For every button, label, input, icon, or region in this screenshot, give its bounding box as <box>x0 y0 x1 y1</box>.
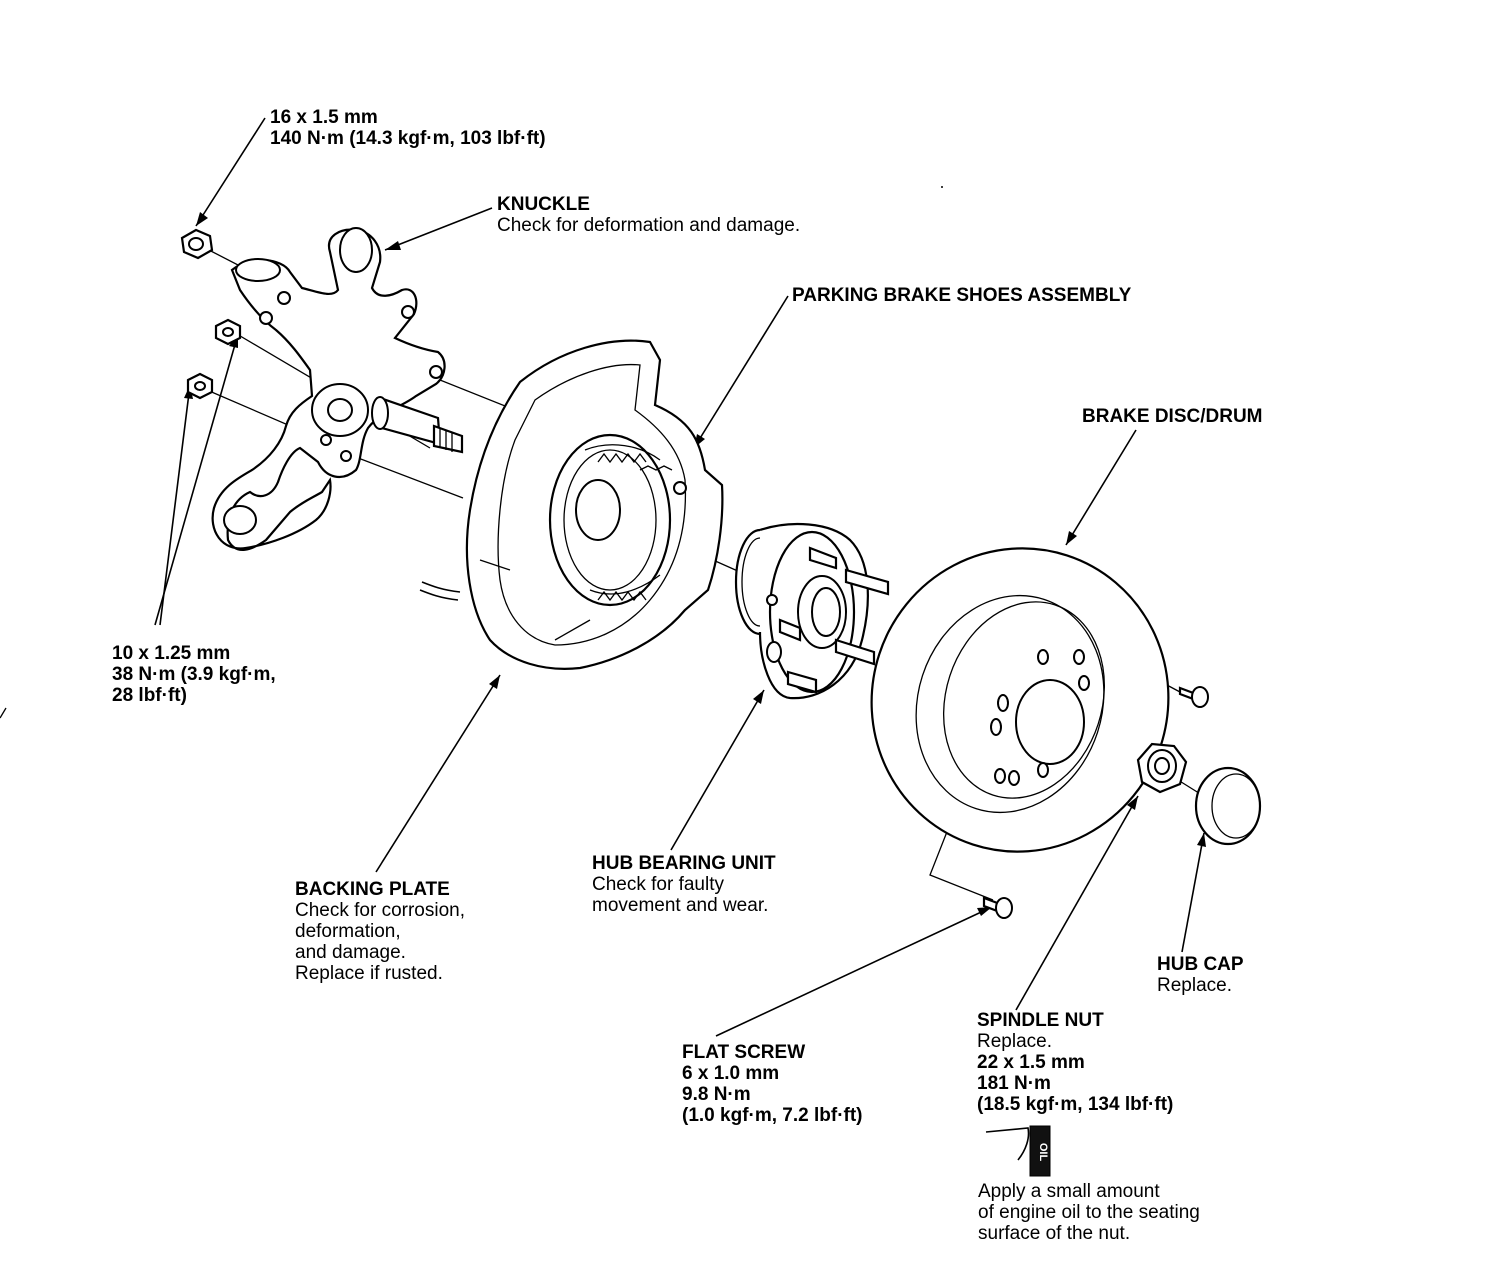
backing-plate-title: BACKING PLATE <box>295 879 450 900</box>
bolt-low-torque1: 38 N·m (3.9 kgf·m, <box>112 664 276 685</box>
callout-backing-plate: BACKING PLATE Check for corrosion, defor… <box>295 879 465 984</box>
oil-note-line: Apply a small amount <box>978 1181 1160 1202</box>
backing-plate-line: deformation, <box>295 921 401 942</box>
backing-plate-line: Check for corrosion, <box>295 900 466 921</box>
callout-spindle-nut: SPINDLE NUT Replace. 22 x 1.5 mm 181 N·m… <box>977 1010 1173 1115</box>
flat-screw-spec: 6 x 1.0 mm <box>682 1063 780 1084</box>
bolt-low-torque2: 28 lbf·ft) <box>112 685 187 706</box>
hub-bearing-line: movement and wear. <box>592 895 769 916</box>
callout-flat-screw: FLAT SCREW 6 x 1.0 mm 9.8 N·m (1.0 kgf·m… <box>682 1042 863 1126</box>
spindle-nut-note: Replace. <box>977 1031 1052 1052</box>
flat-screw-title: FLAT SCREW <box>682 1042 806 1063</box>
small-parts <box>982 686 1262 919</box>
knuckle-note: Check for deformation and damage. <box>497 215 801 236</box>
hub-bearing-line: Check for faulty <box>592 874 724 895</box>
backing-plate-line: Replace if rusted. <box>295 963 443 984</box>
callout-oil-note: Apply a small amount of engine oil to th… <box>978 1181 1200 1244</box>
hub-cap-title: HUB CAP <box>1157 954 1244 975</box>
backing-plate-part <box>419 339 724 670</box>
spindle-nut-torque2: (18.5 kgf·m, 134 lbf·ft) <box>977 1094 1174 1115</box>
hub-cap-note: Replace. <box>1157 975 1232 996</box>
oil-note-line: of engine oil to the seating <box>978 1202 1200 1223</box>
knuckle-nuts <box>180 228 242 400</box>
bolt-top-spec: 16 x 1.5 mm <box>270 107 378 128</box>
backing-plate-line: and damage. <box>295 942 406 963</box>
callout-bolt-top: 16 x 1.5 mm 140 N·m (14.3 kgf·m, 103 lbf… <box>270 107 546 149</box>
callout-brake-disc: BRAKE DISC/DRUM <box>1082 406 1263 427</box>
parking-brake-title: PARKING BRAKE SHOES ASSEMBLY <box>792 285 1132 306</box>
brake-disc-title: BRAKE DISC/DRUM <box>1082 406 1263 427</box>
bolt-top-torque: 140 N·m (14.3 kgf·m, 103 lbf·ft) <box>270 128 546 149</box>
callout-hub-cap: HUB CAP Replace. <box>1157 954 1244 996</box>
oil-can-icon: OIL <box>985 1125 1051 1177</box>
hub-bearing-title: HUB BEARING UNIT <box>592 853 776 874</box>
brake-disc-part <box>870 547 1170 853</box>
bolt-low-spec: 10 x 1.25 mm <box>112 643 231 664</box>
spindle-nut-torque1: 181 N·m <box>977 1073 1051 1094</box>
callout-parking-brake: PARKING BRAKE SHOES ASSEMBLY <box>792 285 1131 306</box>
callout-hub-bearing: HUB BEARING UNIT Check for faulty moveme… <box>592 853 776 916</box>
callout-knuckle: KNUCKLE Check for deformation and damage… <box>497 194 800 236</box>
hub-bearing-part <box>734 522 890 700</box>
flat-screw-torque2: (1.0 kgf·m, 7.2 lbf·ft) <box>682 1105 863 1126</box>
oil-note-line: surface of the nut. <box>978 1223 1131 1244</box>
flat-screw-torque1: 9.8 N·m <box>682 1084 751 1105</box>
spindle-nut-title: SPINDLE NUT <box>977 1010 1104 1031</box>
oil-icon-text: OIL <box>1037 1143 1049 1162</box>
spindle-nut-spec: 22 x 1.5 mm <box>977 1052 1085 1073</box>
knuckle-title: KNUCKLE <box>497 194 590 215</box>
knuckle-part <box>211 227 464 551</box>
callout-bolt-low: 10 x 1.25 mm 38 N·m (3.9 kgf·m, 28 lbf·f… <box>112 643 276 706</box>
